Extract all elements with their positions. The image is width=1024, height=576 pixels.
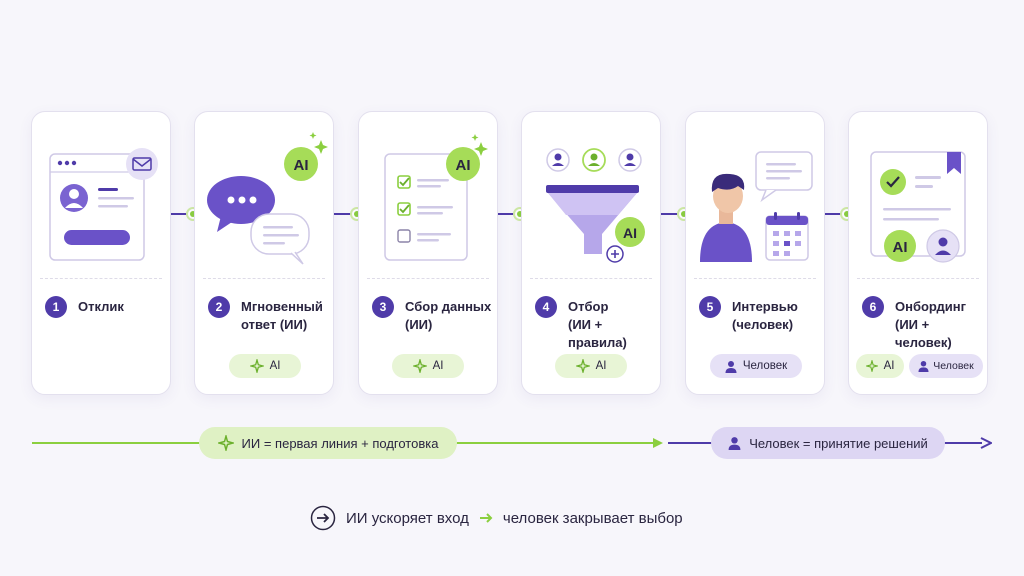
svg-text:AI: AI xyxy=(456,157,471,174)
ai-badge: AI xyxy=(555,354,627,378)
application-form-illustration xyxy=(49,148,158,261)
step-number: 6 xyxy=(862,296,884,318)
step-number: 3 xyxy=(372,296,394,318)
connector-4-5 xyxy=(661,213,685,215)
connector-1-2 xyxy=(171,213,194,215)
funnel-illustration: AI xyxy=(546,148,645,263)
footer-text-human: человек закрывает выбор xyxy=(502,509,683,527)
sparkle-icon xyxy=(217,435,234,451)
footer-summary: ИИ ускоряет вход человек закрывает выбор xyxy=(310,505,683,531)
ai-badge: AI xyxy=(229,354,301,378)
human-badge: Человек xyxy=(710,354,802,378)
step-number: 1 xyxy=(45,296,67,318)
person-icon xyxy=(918,360,929,372)
card-divider xyxy=(203,278,325,279)
card-divider xyxy=(367,278,489,279)
checklist-illustration: AI xyxy=(384,134,488,261)
human-phase-text: Человек = принятие решений xyxy=(749,435,928,451)
chat-bubbles-illustration: AI xyxy=(207,132,328,265)
person-icon xyxy=(725,360,737,373)
human-badge-label: Человек xyxy=(742,360,788,372)
step-card-3: AI 3 Сбор данных (ИИ) AI xyxy=(358,111,498,395)
connector-5-6 xyxy=(825,213,848,215)
human-badge-label: Человек xyxy=(933,360,974,372)
step-number: 2 xyxy=(208,296,230,318)
step-card-4: AI 4 Отбор (ИИ + правила) AI xyxy=(521,111,661,395)
step-card-1: 1 Отклик xyxy=(31,111,171,395)
human-phase-label: Человек = принятие решений xyxy=(711,427,945,459)
step-title: Отклик xyxy=(78,299,124,314)
sparkle-icon xyxy=(249,359,264,373)
card-divider xyxy=(694,278,816,279)
sparkle-icon xyxy=(575,359,590,373)
step-number: 4 xyxy=(535,296,557,318)
step-number: 5 xyxy=(699,296,721,318)
card-divider xyxy=(857,278,979,279)
ai-badge-label: AI xyxy=(883,360,895,372)
human-badge: Человек xyxy=(909,354,983,378)
ai-phase-text: ИИ = первая линия + подготовка xyxy=(241,435,439,451)
footer-text-ai: ИИ ускоряет вход xyxy=(346,509,469,527)
ai-badge-label: AI xyxy=(269,360,281,372)
arrow-right-icon xyxy=(479,513,493,523)
svg-text:AI: AI xyxy=(294,157,309,174)
ai-badge-label: AI xyxy=(432,360,444,372)
svg-text:AI: AI xyxy=(893,239,908,256)
onboarding-document-illustration: AI xyxy=(870,151,966,263)
sparkle-icon xyxy=(412,359,427,373)
step-card-6: AI 6 Онбординг (ИИ + человек) AI Человек xyxy=(848,111,988,395)
person-icon xyxy=(728,437,741,450)
arrow-right-circle-icon xyxy=(310,505,336,531)
card-divider xyxy=(530,278,652,279)
ai-phase-label: ИИ = первая линия + подготовка xyxy=(199,427,457,459)
ai-badge: AI xyxy=(856,354,904,378)
connector-2-3 xyxy=(334,213,358,215)
step-title: Интервью (человек) xyxy=(732,299,798,332)
human-phase-arrow-icon xyxy=(980,437,992,449)
svg-text:AI: AI xyxy=(623,225,637,241)
ai-badge: AI xyxy=(392,354,464,378)
step-card-2: AI 2 Мгновенный ответ (ИИ) AI xyxy=(194,111,334,395)
step-card-5: 5 Интервью (человек) Человек xyxy=(685,111,825,395)
step-title: Онбординг (ИИ + человек) xyxy=(895,299,967,350)
ai-badge-label: AI xyxy=(595,360,607,372)
step-title: Мгновенный ответ (ИИ) xyxy=(241,299,323,332)
sparkle-icon xyxy=(865,360,878,372)
ai-phase-arrow-icon xyxy=(653,438,663,448)
step-title: Сбор данных (ИИ) xyxy=(405,299,492,332)
step-title: Отбор (ИИ + правила) xyxy=(568,299,627,350)
card-divider xyxy=(40,278,162,279)
interview-illustration xyxy=(700,151,813,262)
connector-3-4 xyxy=(498,213,521,215)
